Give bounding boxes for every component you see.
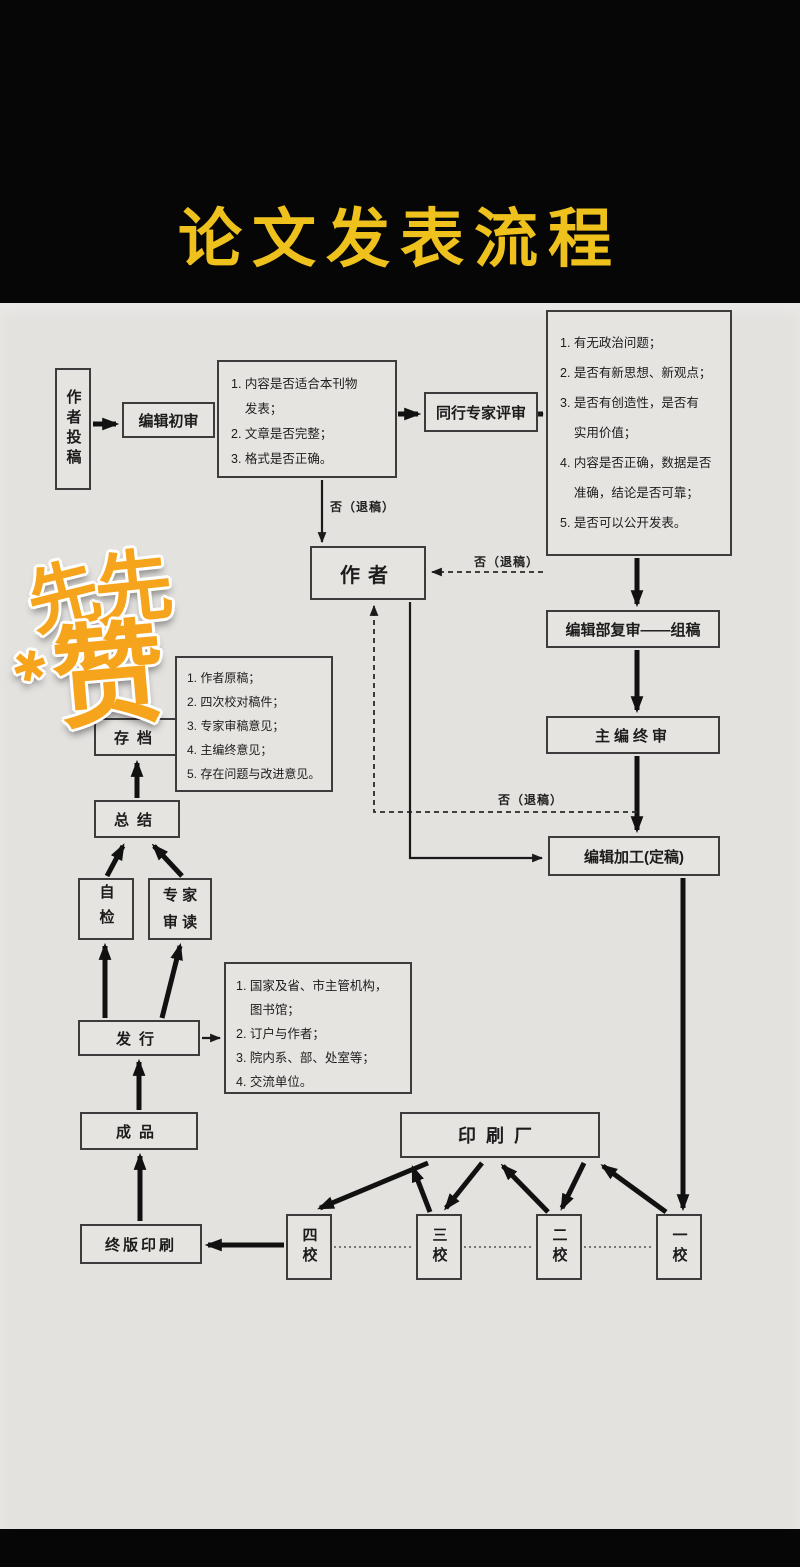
list-line: 4. 主编终意见；: [187, 743, 273, 757]
node-editor-initial-review: 编辑初审: [122, 402, 215, 438]
node-summary: 总结: [94, 800, 180, 838]
node-author-submit: 作者投稿: [55, 368, 91, 490]
distribution-targets-box: 1. 国家及省、市主管机构， 图书馆； 2. 订户与作者； 3. 院内系、部、处…: [224, 962, 412, 1094]
node-archive: 存档: [94, 718, 180, 756]
expert-reading-line1: 专 家: [162, 887, 198, 904]
list-line: 2. 四次校对稿件；: [187, 695, 285, 709]
list-line: 图书馆；: [236, 1003, 300, 1017]
sticker-char-zan: 赞: [47, 609, 171, 744]
list-line: 4. 交流单位。: [236, 1075, 313, 1089]
peer-review-criteria-box: 1. 有无政治问题； 2. 是否有新思想、新观点； 3. 是否有创造性，是否有 …: [546, 310, 732, 556]
list-line: 1. 内容是否适合本刊物: [231, 377, 358, 391]
list-line: 实用价值；: [560, 426, 637, 440]
list-line: 发表；: [231, 402, 283, 416]
praise-sticker: 先 先 赞 ✱: [8, 520, 198, 743]
node-proof-3: 三校: [416, 1214, 462, 1280]
list-line: 4. 内容是否正确，数据是否: [560, 456, 712, 470]
list-line: 1. 国家及省、市主管机构，: [236, 979, 388, 993]
list-line: 3. 格式是否正确。: [231, 452, 333, 466]
node-printing-house: 印刷厂: [400, 1112, 600, 1158]
reject-label-re-review: 否（退稿）: [474, 555, 540, 569]
reject-label-chief-final: 否（退稿）: [498, 793, 564, 807]
node-peer-expert-review: 同行专家评审: [424, 392, 538, 432]
node-proof-4: 四校: [286, 1214, 332, 1280]
node-final-printing: 终版印刷: [80, 1224, 202, 1264]
node-editing-finalize: 编辑加工(定稿): [548, 836, 720, 876]
node-distribution: 发行: [78, 1020, 200, 1056]
list-line: 3. 是否有创造性，是否有: [560, 396, 699, 410]
archive-items-box: 1. 作者原稿； 2. 四次校对稿件； 3. 专家审稿意见； 4. 主编终意见；…: [175, 656, 333, 792]
node-expert-reading: 专 家 审 读: [148, 878, 212, 940]
initial-review-criteria-box: 1. 内容是否适合本刊物 发表； 2. 文章是否完整； 3. 格式是否正确。: [217, 360, 397, 478]
list-line: 1. 作者原稿；: [187, 671, 261, 685]
page-title: 论文发表流程: [178, 203, 622, 275]
list-line: 2. 订户与作者；: [236, 1027, 325, 1041]
list-line: 2. 是否有新思想、新观点；: [560, 366, 712, 380]
expert-reading-line2: 审 读: [162, 914, 198, 931]
list-line: 3. 院内系、部、处室等；: [236, 1051, 375, 1065]
list-line: 2. 文章是否完整；: [231, 427, 333, 441]
list-line: 5. 存在问题与改进意见。: [187, 767, 321, 781]
node-chief-editor-final: 主编终审: [546, 716, 720, 754]
node-proof-2: 二校: [536, 1214, 582, 1280]
list-line: 准确，结论是否可靠；: [560, 486, 699, 500]
node-author: 作者: [310, 546, 426, 600]
node-self-check: 自检: [78, 878, 134, 940]
list-line: 3. 专家审稿意见；: [187, 719, 285, 733]
node-proof-1: 一校: [656, 1214, 702, 1280]
list-line: 5. 是否可以公开发表。: [560, 516, 687, 530]
node-finished-product: 成品: [80, 1112, 198, 1150]
list-line: 1. 有无政治问题；: [560, 336, 662, 350]
sticker-star-icon: ✱: [8, 640, 52, 693]
node-editorial-re-review: 编辑部复审——组稿: [546, 610, 720, 648]
reject-label-initial: 否（退稿）: [330, 500, 396, 514]
